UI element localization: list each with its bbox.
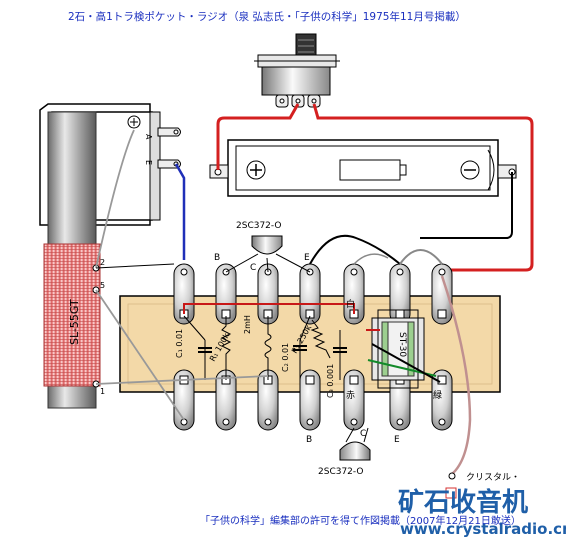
coil-name: SL-55GT xyxy=(68,299,81,345)
c3-label: C₃ 0.001 xyxy=(326,364,335,398)
tr-top-name: 2SC372-O xyxy=(236,221,281,231)
tr-top-b: B xyxy=(214,253,220,263)
transformer-st30: ST-30 xyxy=(371,309,425,389)
capacitor-c1: C₁ 0.01 xyxy=(175,315,212,380)
coil-tap-5: 5 xyxy=(100,281,105,290)
bar-antenna: SL-55GT 2 5 1 xyxy=(43,111,105,409)
wire-label-white: 白 xyxy=(346,298,355,310)
terminal-lugs-top xyxy=(173,263,453,325)
capacitor-c3: C₃ 0.001 xyxy=(326,330,347,398)
tr-bottom-b: B xyxy=(306,435,312,445)
watermark-cn: 矿石收音机 xyxy=(398,487,528,518)
choke-coil: 2mH xyxy=(243,315,272,380)
coil-tap-2: 2 xyxy=(100,258,105,267)
transistor-top: 2SC372-O B C E xyxy=(214,221,311,273)
transistor-bottom: B C E 2SC372-O xyxy=(306,427,400,477)
power-switch[interactable] xyxy=(254,33,340,108)
transformer-label: ST-30 xyxy=(397,332,407,357)
footer-note: 「子供の科学」編集部の許可を得て作図掲載（2007年12月21日敢送） xyxy=(200,514,521,527)
tr-bottom-c: C xyxy=(360,429,366,439)
watermark: 矿石收音机 www.crystalradio.cn xyxy=(398,487,566,538)
watermark-url: www.crystalradio.cn xyxy=(400,520,566,538)
tr-bottom-name: 2SC372-O xyxy=(318,467,363,477)
c2-label: C₂ 0.01 xyxy=(281,343,290,372)
tr-top-e: E xyxy=(304,253,310,263)
choke-label: 2mH xyxy=(243,315,252,334)
wire-label-red: 赤 xyxy=(346,390,355,401)
capacitor-c2: C₂ 0.01 xyxy=(281,315,311,380)
earphone-label: クリスタル・ xyxy=(466,472,520,483)
vc-label-a: A xyxy=(144,134,153,140)
wire-label-green: 緑 xyxy=(433,389,442,401)
tr-bottom-e: E xyxy=(394,435,400,445)
vc-label-e: E xyxy=(144,160,153,165)
page-title: 2石・高1トラ検ポケット・ラジオ（泉 弘志氏・「子供の科学」1975年11月号掲… xyxy=(68,10,466,23)
battery-holder xyxy=(209,139,517,197)
c1-label: C₁ 0.01 xyxy=(175,329,184,358)
terminal-lugs-bottom xyxy=(173,369,453,431)
coil-tap-1: 1 xyxy=(100,387,105,396)
tr-top-c: C xyxy=(250,263,256,273)
